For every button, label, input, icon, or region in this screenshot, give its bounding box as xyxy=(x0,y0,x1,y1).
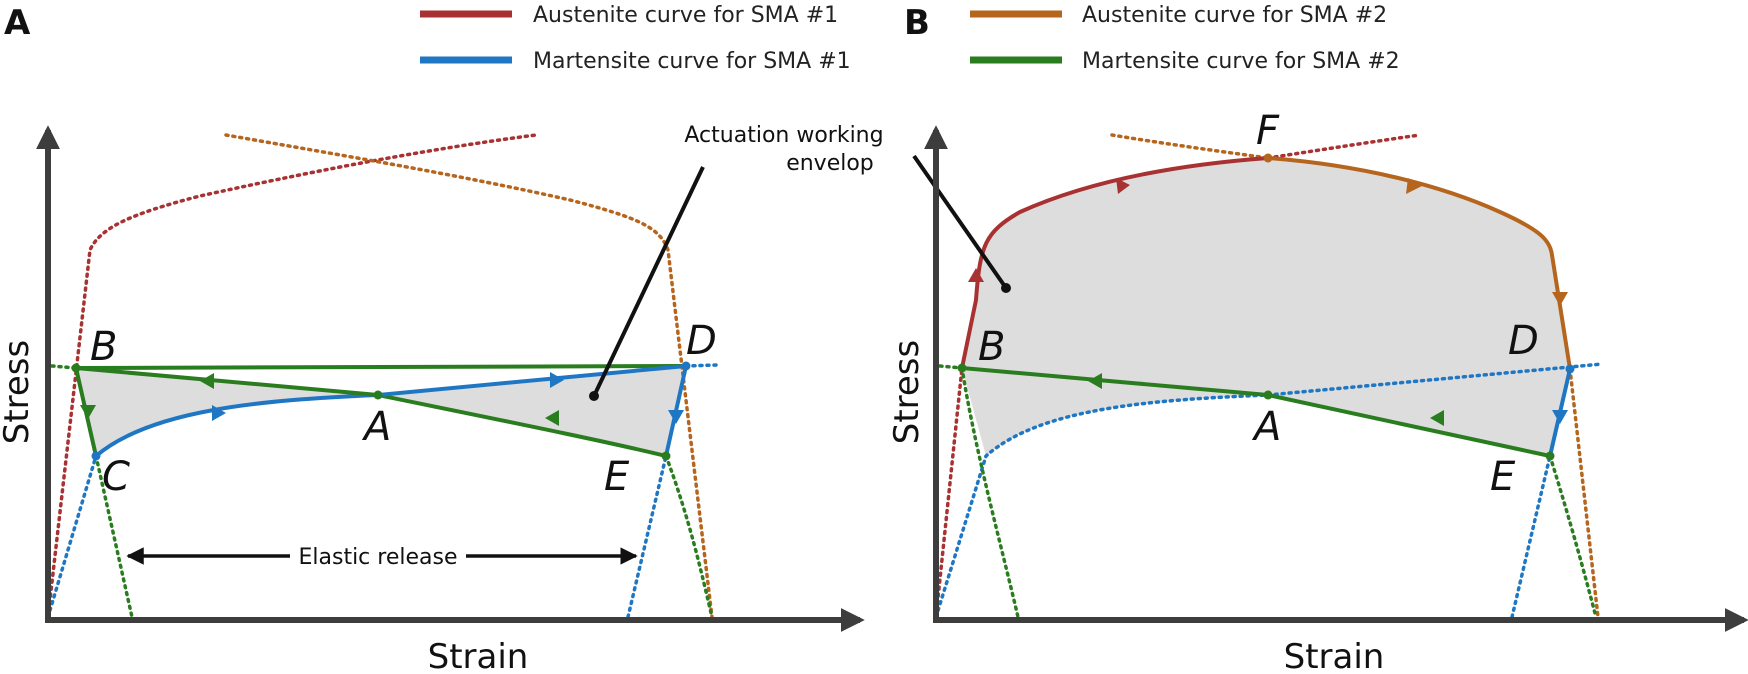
panel-b-label: B xyxy=(904,3,930,43)
panel-a-green-curve-right xyxy=(376,393,668,458)
panel-b-green-curve xyxy=(960,366,1552,458)
panel-a-green-line-top xyxy=(74,364,688,370)
envelope-annotation-line2: envelop xyxy=(786,151,874,176)
panel-b-arrow-orange-1 xyxy=(1406,178,1422,194)
panel-b-point-d-marker xyxy=(1565,364,1575,374)
panel-a-point-c-marker xyxy=(91,451,101,461)
panel-a-arrow-green-3 xyxy=(80,405,96,419)
panel-b-y-axis-label: Stress xyxy=(887,340,927,445)
panel-a-point-c: C xyxy=(102,454,130,500)
panel-a-arrow-green-2 xyxy=(545,410,559,426)
panel-a-green-dotted-right xyxy=(664,454,714,619)
panel-a-x-axis-label: Strain xyxy=(428,637,529,674)
panel-b-sma1-austenite-dotted-top xyxy=(1266,133,1422,160)
panel-a-arrow-green-1 xyxy=(200,373,214,389)
panel-a-envelope-pointer-dot xyxy=(589,391,599,401)
panel-b-arrow-green-2 xyxy=(1430,410,1444,426)
panel-b-arrow-red-1 xyxy=(968,268,984,282)
envelope-annotation-line1: Actuation working xyxy=(684,123,883,148)
panel-b-red-curve xyxy=(960,156,1270,370)
panel-b-point-f-marker xyxy=(1263,153,1273,163)
panel-b-arrow-green-1 xyxy=(1088,373,1102,389)
panel-b-x-axis-label: Strain xyxy=(1284,637,1385,674)
panel-b-green-dotted-left xyxy=(960,366,1020,619)
panel-b: B xyxy=(887,3,1748,674)
legend-sma1-austenite: Austenite curve for SMA #1 xyxy=(533,3,838,28)
panel-b-arrow-orange-2 xyxy=(1552,292,1568,306)
panel-b-martensite-dotted xyxy=(934,362,1604,619)
panel-a-point-a-marker xyxy=(373,390,383,400)
panel-b-envelope-pointer-dot xyxy=(1001,283,1011,293)
panel-a-sma1-austenite-dotted xyxy=(46,133,538,619)
panel-a-martensite-dotted-left xyxy=(46,454,98,619)
panel-b-orange-curve xyxy=(1266,156,1572,371)
panel-b-sma1-austenite-dotted xyxy=(934,366,964,619)
panel-b-sma2-austenite-dotted-right xyxy=(1568,367,1600,619)
panel-b-point-e-marker xyxy=(1545,451,1555,461)
panel-a-point-b: B xyxy=(90,324,117,370)
panel-b-green-dotted-tail xyxy=(938,364,964,370)
panel-b-point-b: B xyxy=(978,324,1005,370)
panel-b-point-a-marker xyxy=(1263,390,1273,400)
panel-a-blue-curve xyxy=(94,364,688,458)
panel-a-point-e-marker xyxy=(661,451,671,461)
legend: Austenite curve for SMA #1 Martensite cu… xyxy=(420,3,1400,74)
panel-b-envelope-pointer xyxy=(912,154,1008,290)
panel-b-point-a: A xyxy=(1251,404,1281,450)
panel-b-arrow-red-2 xyxy=(1116,178,1130,194)
panel-a-envelope xyxy=(76,366,686,456)
panel-a-sma2-austenite-dotted xyxy=(224,133,714,619)
panel-b-point-e: E xyxy=(1490,454,1516,500)
legend-sma2-martensite: Martensite curve for SMA #2 xyxy=(1082,49,1400,74)
panel-b-arrow-blue-1 xyxy=(1552,410,1568,424)
panel-a-green-line-ba xyxy=(74,366,380,397)
panel-a-label: A xyxy=(4,3,31,43)
panel-a-arrow-blue-1 xyxy=(212,405,226,421)
panel-a-green-dotted-left xyxy=(94,454,134,619)
panel-b-sma2-austenite-dotted-top xyxy=(1110,133,1270,160)
panel-a-point-e: E xyxy=(604,454,630,500)
panel-a-arrow-blue-2 xyxy=(550,372,564,388)
panel-a-martensite-dotted-tail xyxy=(684,363,718,368)
panel-b-martensite-dotted-right xyxy=(1510,454,1552,619)
panel-a-point-a: A xyxy=(361,404,391,450)
panel-a-arrow-blue-3 xyxy=(668,410,684,424)
legend-sma2-austenite: Austenite curve for SMA #2 xyxy=(1082,3,1387,28)
panel-a: A B xyxy=(0,3,865,674)
panel-a-y-axis-label: Stress xyxy=(0,340,37,445)
panel-b-point-f: F xyxy=(1256,108,1280,154)
legend-sma1-martensite: Martensite curve for SMA #1 xyxy=(533,49,851,74)
panel-a-point-d-marker xyxy=(681,361,691,371)
panel-a-point-b-marker xyxy=(71,363,81,373)
panel-a-envelope-pointer xyxy=(592,166,705,397)
panel-b-point-b-marker xyxy=(957,363,967,373)
panel-b-point-d: D xyxy=(1508,318,1539,364)
panel-a-elastic-label: Elastic release xyxy=(298,545,457,570)
panel-b-green-dotted-right xyxy=(1548,454,1598,619)
panel-a-martensite-dotted-right xyxy=(626,454,668,619)
panel-a-point-d: D xyxy=(686,318,717,364)
